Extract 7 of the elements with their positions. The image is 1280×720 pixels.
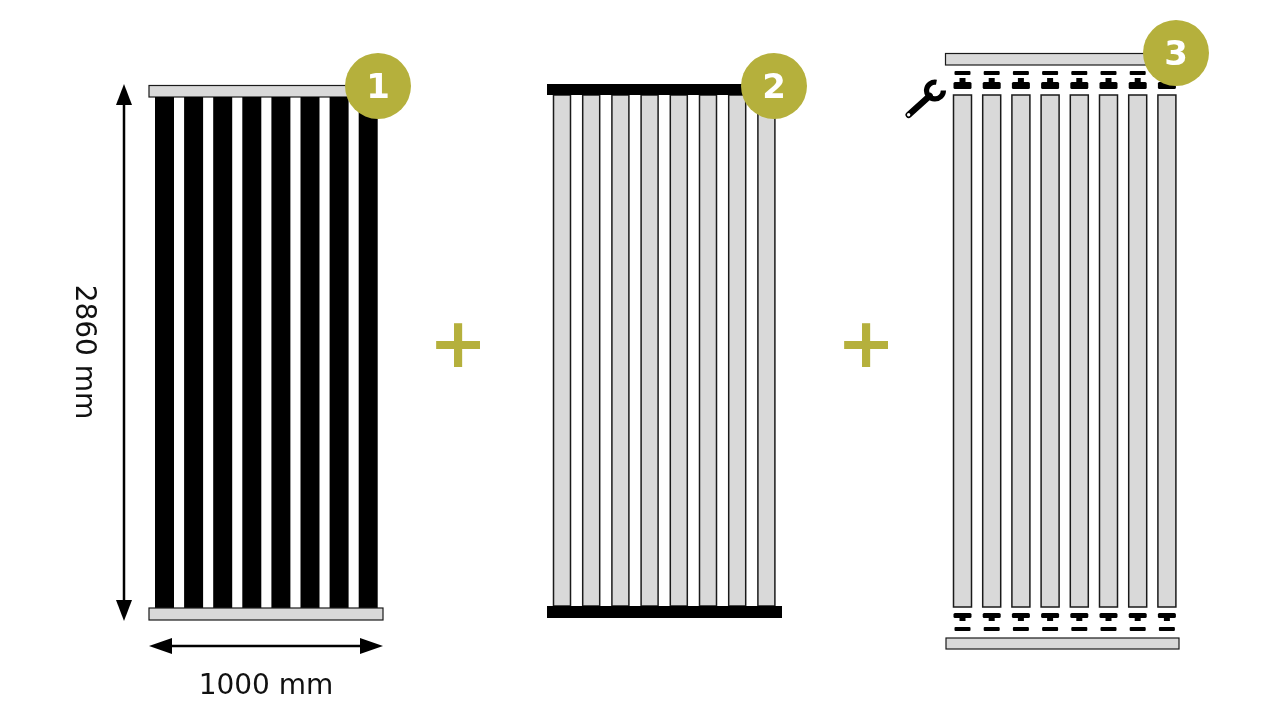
- dimension-label: 1000 mm: [198, 671, 334, 699]
- step-number-badge: 2: [741, 53, 807, 119]
- step-number-badge: 3: [1143, 20, 1209, 86]
- plus-sign: +: [428, 308, 488, 378]
- plus-sign: +: [836, 308, 896, 378]
- step-number-badge: 1: [345, 53, 411, 119]
- dimension-label: 2860 mm: [71, 284, 99, 420]
